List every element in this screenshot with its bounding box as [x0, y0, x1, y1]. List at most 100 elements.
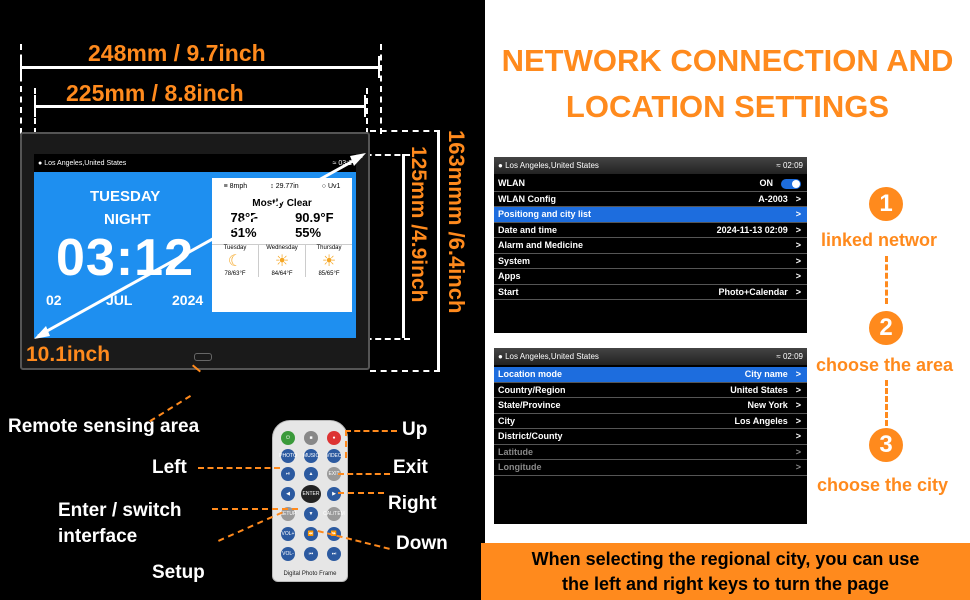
menu-item-city[interactable]: City Los Angeles> — [494, 414, 807, 429]
step-3-label: choose the city — [817, 475, 949, 495]
pressure-value: ↕ 29.77in — [270, 183, 299, 190]
frame-clock: 03:12 — [56, 229, 194, 287]
enter-button[interactable]: ENTER — [301, 485, 321, 503]
inner-width-label: 225mm / 8.8inch — [66, 80, 244, 106]
wifi-icon: ≈ — [776, 352, 781, 361]
settings-menu: ● Los Angeles,United States ≈ 02:09 WLAN… — [494, 157, 807, 333]
sun-cloud-icon: ☀ — [321, 253, 337, 270]
menu-item-state[interactable]: State/Province New York> — [494, 398, 807, 414]
outdoor-temp: 90.9°F — [295, 210, 334, 225]
chevron-right-icon: > — [795, 286, 801, 297]
down-arrow-icon[interactable]: ▼ — [304, 507, 318, 521]
frame-time: ≈ 03:1 — [332, 159, 352, 167]
right-label: Right — [388, 493, 437, 514]
record-icon[interactable]: ● — [327, 431, 341, 445]
photo-button[interactable]: PHOTO — [279, 449, 297, 463]
menu-item-date-time[interactable]: Date and time 2024-11-13 02:09> — [494, 223, 807, 238]
step-2-badge: 2 — [869, 311, 903, 345]
menu-status-bar: ● Los Angeles,United States ≈ 02:09 — [494, 348, 807, 365]
remote-sensor — [194, 353, 212, 361]
chevron-right-icon: > — [795, 415, 801, 426]
right-arrow-icon[interactable]: ▶ — [327, 487, 341, 501]
menu-item-country[interactable]: Country/Region United States> — [494, 383, 807, 398]
enter-label-line1: Enter / switch — [58, 500, 182, 521]
menu-item-wlan-config[interactable]: WLAN Config A-2003> — [494, 192, 807, 207]
indoor-humidity: 51% — [230, 225, 257, 240]
menu-item-apps[interactable]: Apps > — [494, 269, 807, 285]
up-arrow-icon[interactable]: ▲ — [304, 467, 318, 481]
vol-up-button[interactable]: VOL+ — [281, 527, 295, 541]
menu-status-bar: ● Los Angeles,United States ≈ 02:09 — [494, 157, 807, 174]
setup-label: Setup — [152, 562, 205, 583]
remote-sensing-label: Remote sensing area — [8, 416, 200, 437]
inner-width-line — [34, 105, 366, 108]
indoor-temp: 78°F — [230, 210, 259, 225]
step-1-badge: 1 — [869, 187, 903, 221]
step-1-label: linked networ — [821, 230, 938, 250]
wlan-toggle[interactable] — [781, 178, 801, 189]
chevron-right-icon: > — [795, 255, 801, 266]
location-menu: ● Los Angeles,United States ≈ 02:09 Loca… — [494, 348, 807, 524]
uv-value: ○ Uv1 — [321, 183, 341, 190]
power-icon[interactable]: ⏻ — [281, 431, 295, 445]
play-pause-icon[interactable]: ⏯ — [281, 467, 295, 481]
menu-item-start[interactable]: Start Photo+Calendar> — [494, 285, 807, 300]
outer-height-line — [437, 130, 440, 370]
frame-day: TUESDAY — [90, 188, 161, 205]
outer-width-label: 248mm / 9.7inch — [88, 40, 266, 66]
chevron-right-icon: > — [795, 209, 801, 220]
inner-height-line — [402, 154, 405, 338]
vol-down-button[interactable]: VOL- — [281, 547, 295, 561]
menu-item-location-mode[interactable]: Location mode City name> — [494, 367, 807, 383]
weather-condition: Mostly Clear — [252, 198, 312, 209]
diagonal-line — [34, 153, 366, 339]
next-icon[interactable]: ⏭ — [327, 547, 341, 561]
chevron-right-icon: > — [795, 240, 801, 251]
left-arrow-icon[interactable]: ◀ — [281, 487, 295, 501]
forward-icon[interactable]: ⏩ — [327, 527, 341, 541]
menu-item-wlan[interactable]: WLAN ON — [494, 176, 807, 192]
left-label: Left — [152, 457, 187, 478]
diagonal-label: 10.1inch — [26, 343, 111, 366]
chevron-right-icon: > — [795, 446, 801, 457]
previous-icon[interactable]: ⏮ — [304, 547, 318, 561]
location-pin-icon: ● — [498, 352, 503, 361]
remote-control[interactable]: ⏻ ■ ● PHOTO MUSIC VIDEO ⏯ ▲ EXIT ◀ ENTER… — [272, 420, 348, 582]
exit-button[interactable]: EXIT — [327, 467, 341, 481]
chevron-right-icon: > — [795, 271, 801, 282]
frame-location: ● Los Angeles,United States — [38, 159, 127, 167]
cal-tem-button[interactable]: CAL/TEM — [323, 507, 345, 521]
instruction-banner: When selecting the regional city, you ca… — [481, 543, 970, 600]
remote-caption: Digital Photo Frame — [283, 571, 337, 577]
down-label: Down — [396, 533, 448, 554]
mute-icon[interactable]: ■ — [304, 431, 318, 445]
exit-label: Exit — [393, 457, 428, 478]
wifi-icon: ≈ — [776, 161, 781, 170]
menu-item-system[interactable]: System > — [494, 254, 807, 269]
forecast-day-3: Thursday ☀ 85/65°F — [306, 245, 352, 277]
menu-item-longitude[interactable]: Longitude > — [494, 460, 807, 476]
outer-width-line — [20, 66, 380, 69]
outdoor-humidity: 55% — [295, 225, 322, 240]
location-pin-icon: ● — [498, 161, 503, 170]
menu-item-district[interactable]: District/County > — [494, 429, 807, 445]
frame-date-day: 02 — [46, 292, 62, 308]
rewind-icon[interactable]: ⏪ — [304, 527, 318, 541]
frame-date-year: 2024 — [172, 292, 204, 308]
music-button[interactable]: MUSIC — [303, 449, 319, 463]
frame-status-bar: ● Los Angeles,United States ≈ 03:1 — [34, 154, 356, 172]
chevron-right-icon: > — [795, 193, 801, 204]
menu-item-latitude[interactable]: Latitude > — [494, 445, 807, 460]
chevron-right-icon: > — [795, 462, 801, 473]
video-button[interactable]: VIDEO — [326, 449, 342, 463]
step-2-label: choose the area — [816, 355, 954, 375]
chevron-right-icon: > — [795, 384, 801, 395]
menu-item-positioning[interactable]: Positiong and city list > — [494, 207, 807, 223]
wind-value: ≡ 8mph — [223, 183, 248, 190]
setup-button[interactable]: SETUP — [280, 507, 296, 521]
chevron-right-icon: > — [795, 224, 801, 235]
enter-label-line2: interface — [58, 526, 138, 547]
chevron-right-icon: > — [795, 400, 801, 411]
chevron-right-icon: > — [795, 431, 801, 442]
menu-item-alarm[interactable]: Alarm and Medicine > — [494, 238, 807, 254]
